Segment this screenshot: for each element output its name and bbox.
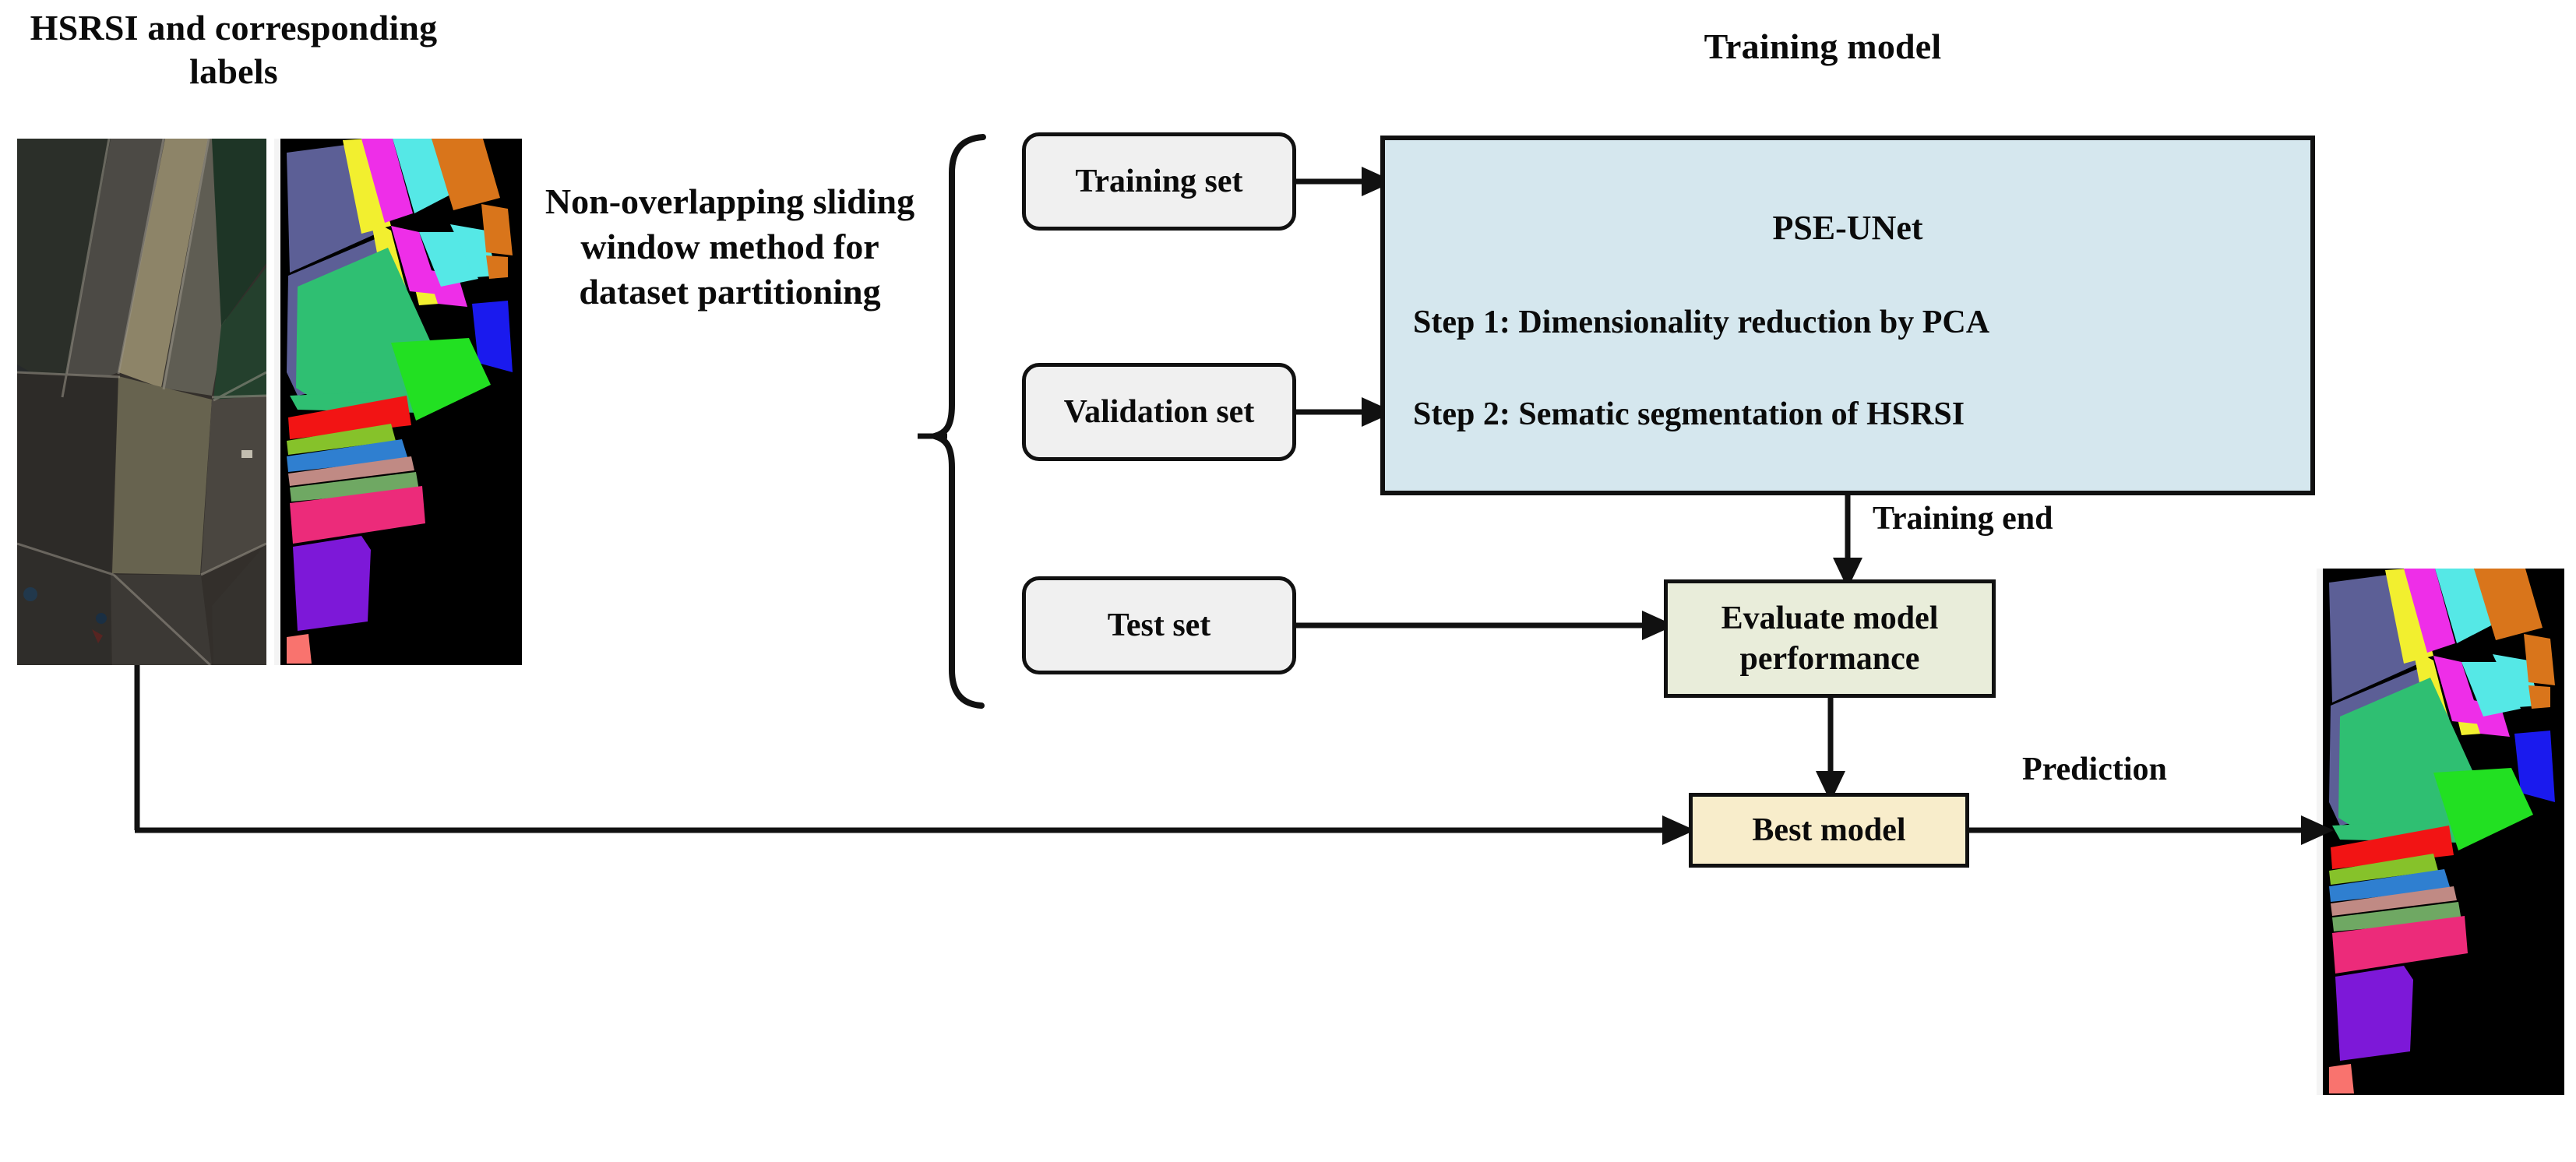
best-model-box[interactable]: Best model bbox=[1689, 793, 1969, 868]
test-set-box[interactable]: Test set bbox=[1022, 576, 1296, 674]
ground-truth-label-map bbox=[274, 139, 522, 665]
pse-unet-title: PSE-UNet bbox=[1772, 209, 1923, 247]
validation-set-box[interactable]: Validation set bbox=[1022, 363, 1296, 461]
pse-unet-box[interactable]: PSE-UNet Step 1: Dimensionality reductio… bbox=[1380, 136, 2315, 495]
hsrsi-satellite-image bbox=[17, 139, 266, 665]
pse-unet-step-1: Step 1: Dimensionality reduction by PCA bbox=[1413, 305, 1990, 340]
partition-method-label: Non-overlapping sliding window method fo… bbox=[544, 181, 915, 312]
evaluate-model-performance-box[interactable]: Evaluate model performance bbox=[1664, 579, 1996, 698]
prediction-label: Prediction bbox=[2022, 752, 2167, 787]
predicted-segmentation-map bbox=[2317, 569, 2564, 1095]
training-set-box[interactable]: Training set bbox=[1022, 132, 1296, 231]
pse-unet-step-2: Step 2: Sematic segmentation of HSRSI bbox=[1413, 396, 1965, 432]
training-model-title: Training model bbox=[1704, 26, 1942, 66]
training-end-label: Training end bbox=[1873, 501, 2053, 537]
page-title-left: HSRSI and corresponding labels bbox=[30, 8, 438, 92]
